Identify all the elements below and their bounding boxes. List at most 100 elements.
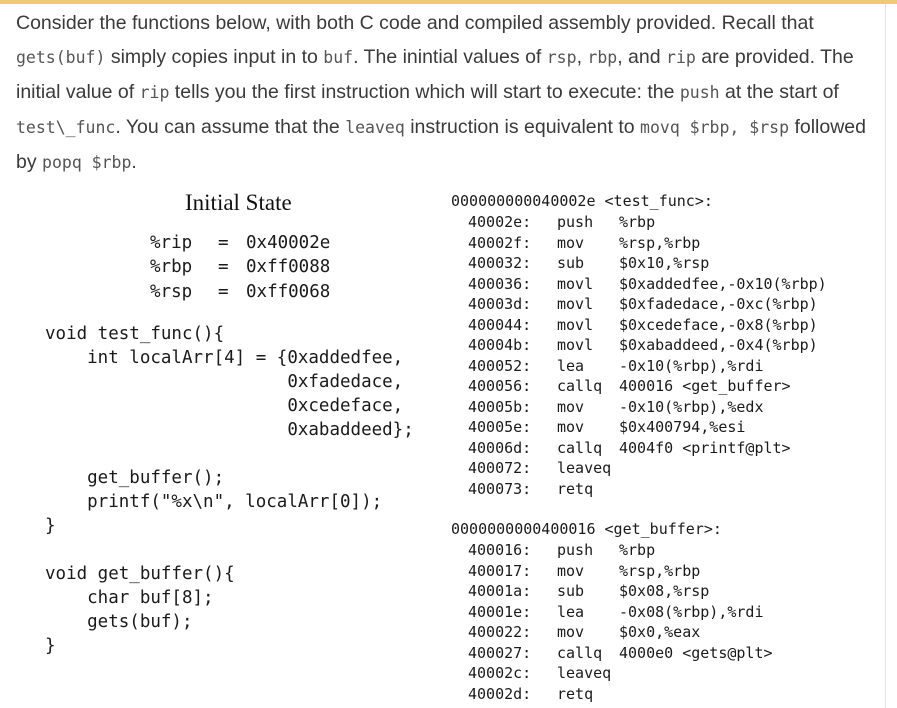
paragraph-text: instruction is equivalent to: [404, 116, 641, 138]
asm-addr: 40003d:: [468, 295, 532, 313]
asm-args: $0x10,%rsp: [619, 254, 710, 272]
problem-paragraph: Consider the functions below, with both …: [16, 6, 866, 180]
inline-code: movq $rbp, $rsp: [640, 118, 790, 137]
paragraph-text: . The inintial values of: [353, 46, 547, 68]
asm-addr: 400044:: [468, 315, 532, 334]
asm-op: push: [557, 213, 594, 231]
asm-args: 400016 <get_buffer>: [619, 377, 791, 395]
inline-code: gets(buf): [16, 48, 106, 67]
asm-args: 4004f0 <printf@plt>: [619, 438, 791, 457]
paragraph-text: simply copies input in to: [105, 46, 324, 68]
asm-addr: 400032:: [468, 254, 532, 272]
asm-op: movl: [557, 336, 594, 354]
c-code-line: 0xcedeface,: [45, 396, 404, 416]
asm-args: 4000e0 <gets@plt>: [619, 643, 773, 662]
asm-args: $0xabaddeed,-0x4(%rbp): [619, 336, 818, 354]
asm-op: leaveq: [557, 664, 612, 682]
asm-addr: 400072:: [468, 459, 532, 477]
asm-op: mov: [557, 561, 585, 580]
initial-state-title: Initial State: [185, 190, 292, 215]
asm-addr: 40005e:: [468, 418, 532, 436]
c-code-line: }: [45, 636, 56, 656]
paragraph-text: are provided. The initial value of: [16, 46, 854, 103]
inline-code: buf: [323, 48, 354, 67]
register-eq: =: [218, 282, 229, 302]
paragraph-text: .: [131, 151, 137, 173]
asm-op: retq: [557, 479, 594, 498]
asm-args: $0xaddedfee,-0x10(%rbp): [619, 274, 827, 293]
asm-op: sub: [557, 254, 585, 272]
paragraph-text: at the start of: [719, 81, 839, 103]
asm-op: leaveq: [557, 459, 612, 477]
c-code-line: printf("%x\n", localArr[0]);: [45, 492, 383, 512]
inline-code: rip: [666, 48, 696, 67]
inline-code: rsp: [546, 48, 577, 67]
asm-addr: 400052:: [468, 356, 532, 375]
asm-addr: 40002e:: [468, 213, 532, 231]
asm-addr: 40005b:: [468, 397, 532, 416]
asm-args: %rbp: [619, 541, 656, 559]
asm-op: lea: [557, 602, 585, 621]
paragraph-text: . You can assume that the: [115, 116, 346, 138]
asm-op: mov: [557, 418, 585, 436]
register-reg: %rbp: [150, 257, 193, 277]
c-code-line: gets(buf);: [45, 612, 193, 632]
paragraph-text: ,: [576, 46, 588, 68]
asm-args: %rbp: [619, 213, 656, 231]
asm-function-header: 000000000040002e <test_func>:: [451, 192, 713, 210]
paragraph-text: Consider the functions below, with both …: [16, 12, 814, 34]
paragraph-text: , and: [617, 46, 667, 68]
asm-args: $0xfadedace,-0xc(%rbp): [619, 295, 818, 313]
asm-args: -0x10(%rbp),%edx: [619, 397, 764, 416]
c-code-line: 0xfadedace,: [45, 372, 404, 392]
register-reg: %rip: [150, 233, 193, 253]
asm-args: -0x08(%rbp),%rdi: [619, 602, 764, 621]
asm-op: callq: [557, 377, 603, 395]
asm-addr: 40004b:: [468, 336, 532, 354]
asm-args: %rsp,%rbp: [619, 233, 701, 252]
inline-code: push: [679, 83, 720, 102]
register-val: 0x40002e: [246, 233, 331, 253]
register-eq: =: [218, 233, 229, 253]
asm-addr: 400027:: [468, 643, 532, 662]
asm-args: $0xcedeface,-0x8(%rbp): [619, 315, 818, 334]
asm-addr: 40006d:: [468, 438, 532, 457]
c-code-line: void get_buffer(){: [45, 564, 235, 584]
asm-addr: 400022:: [468, 623, 532, 641]
register-reg: %rsp: [150, 282, 193, 302]
asm-op: sub: [557, 582, 585, 600]
paragraph-text: tells you the first instruction which wi…: [169, 81, 680, 103]
inline-code: test\_func: [16, 118, 116, 137]
asm-op: mov: [557, 623, 585, 641]
asm-function-header: 0000000000400016 <get_buffer>:: [451, 520, 722, 538]
c-code-line: char buf[8];: [45, 588, 214, 608]
paragraph-text: followed by: [16, 116, 866, 173]
c-code-line: }: [45, 516, 56, 536]
c-code-line: 0xabaddeed};: [45, 420, 414, 440]
asm-op: mov: [557, 233, 585, 252]
asm-args: %rsp,%rbp: [619, 561, 701, 580]
asm-args: $0x08,%rsp: [619, 582, 710, 600]
register-eq: =: [218, 257, 229, 277]
register-val: 0xff0068: [246, 282, 331, 302]
asm-op: movl: [557, 315, 594, 334]
asm-op: retq: [557, 684, 594, 703]
asm-addr: 400016:: [468, 541, 532, 559]
asm-addr: 400056:: [468, 377, 532, 395]
asm-addr: 40001a:: [468, 582, 532, 600]
asm-args: $0x400794,%esi: [619, 418, 746, 436]
register-val: 0xff0088: [246, 257, 331, 277]
asm-op: lea: [557, 356, 585, 375]
asm-addr: 40002d:: [468, 684, 532, 703]
asm-addr: 40002c:: [468, 664, 532, 682]
asm-addr: 40002f:: [468, 233, 532, 252]
inline-code: popq $rbp: [42, 153, 132, 172]
asm-addr: 40001e:: [468, 602, 532, 621]
asm-addr: 400073:: [468, 479, 532, 498]
asm-op: push: [557, 541, 594, 559]
c-code-line: void test_func(){: [45, 324, 225, 344]
asm-op: callq: [557, 438, 603, 457]
scrollbar-track: [885, 4, 886, 708]
asm-addr: 400036:: [468, 274, 532, 293]
asm-addr: 400017:: [468, 561, 532, 580]
